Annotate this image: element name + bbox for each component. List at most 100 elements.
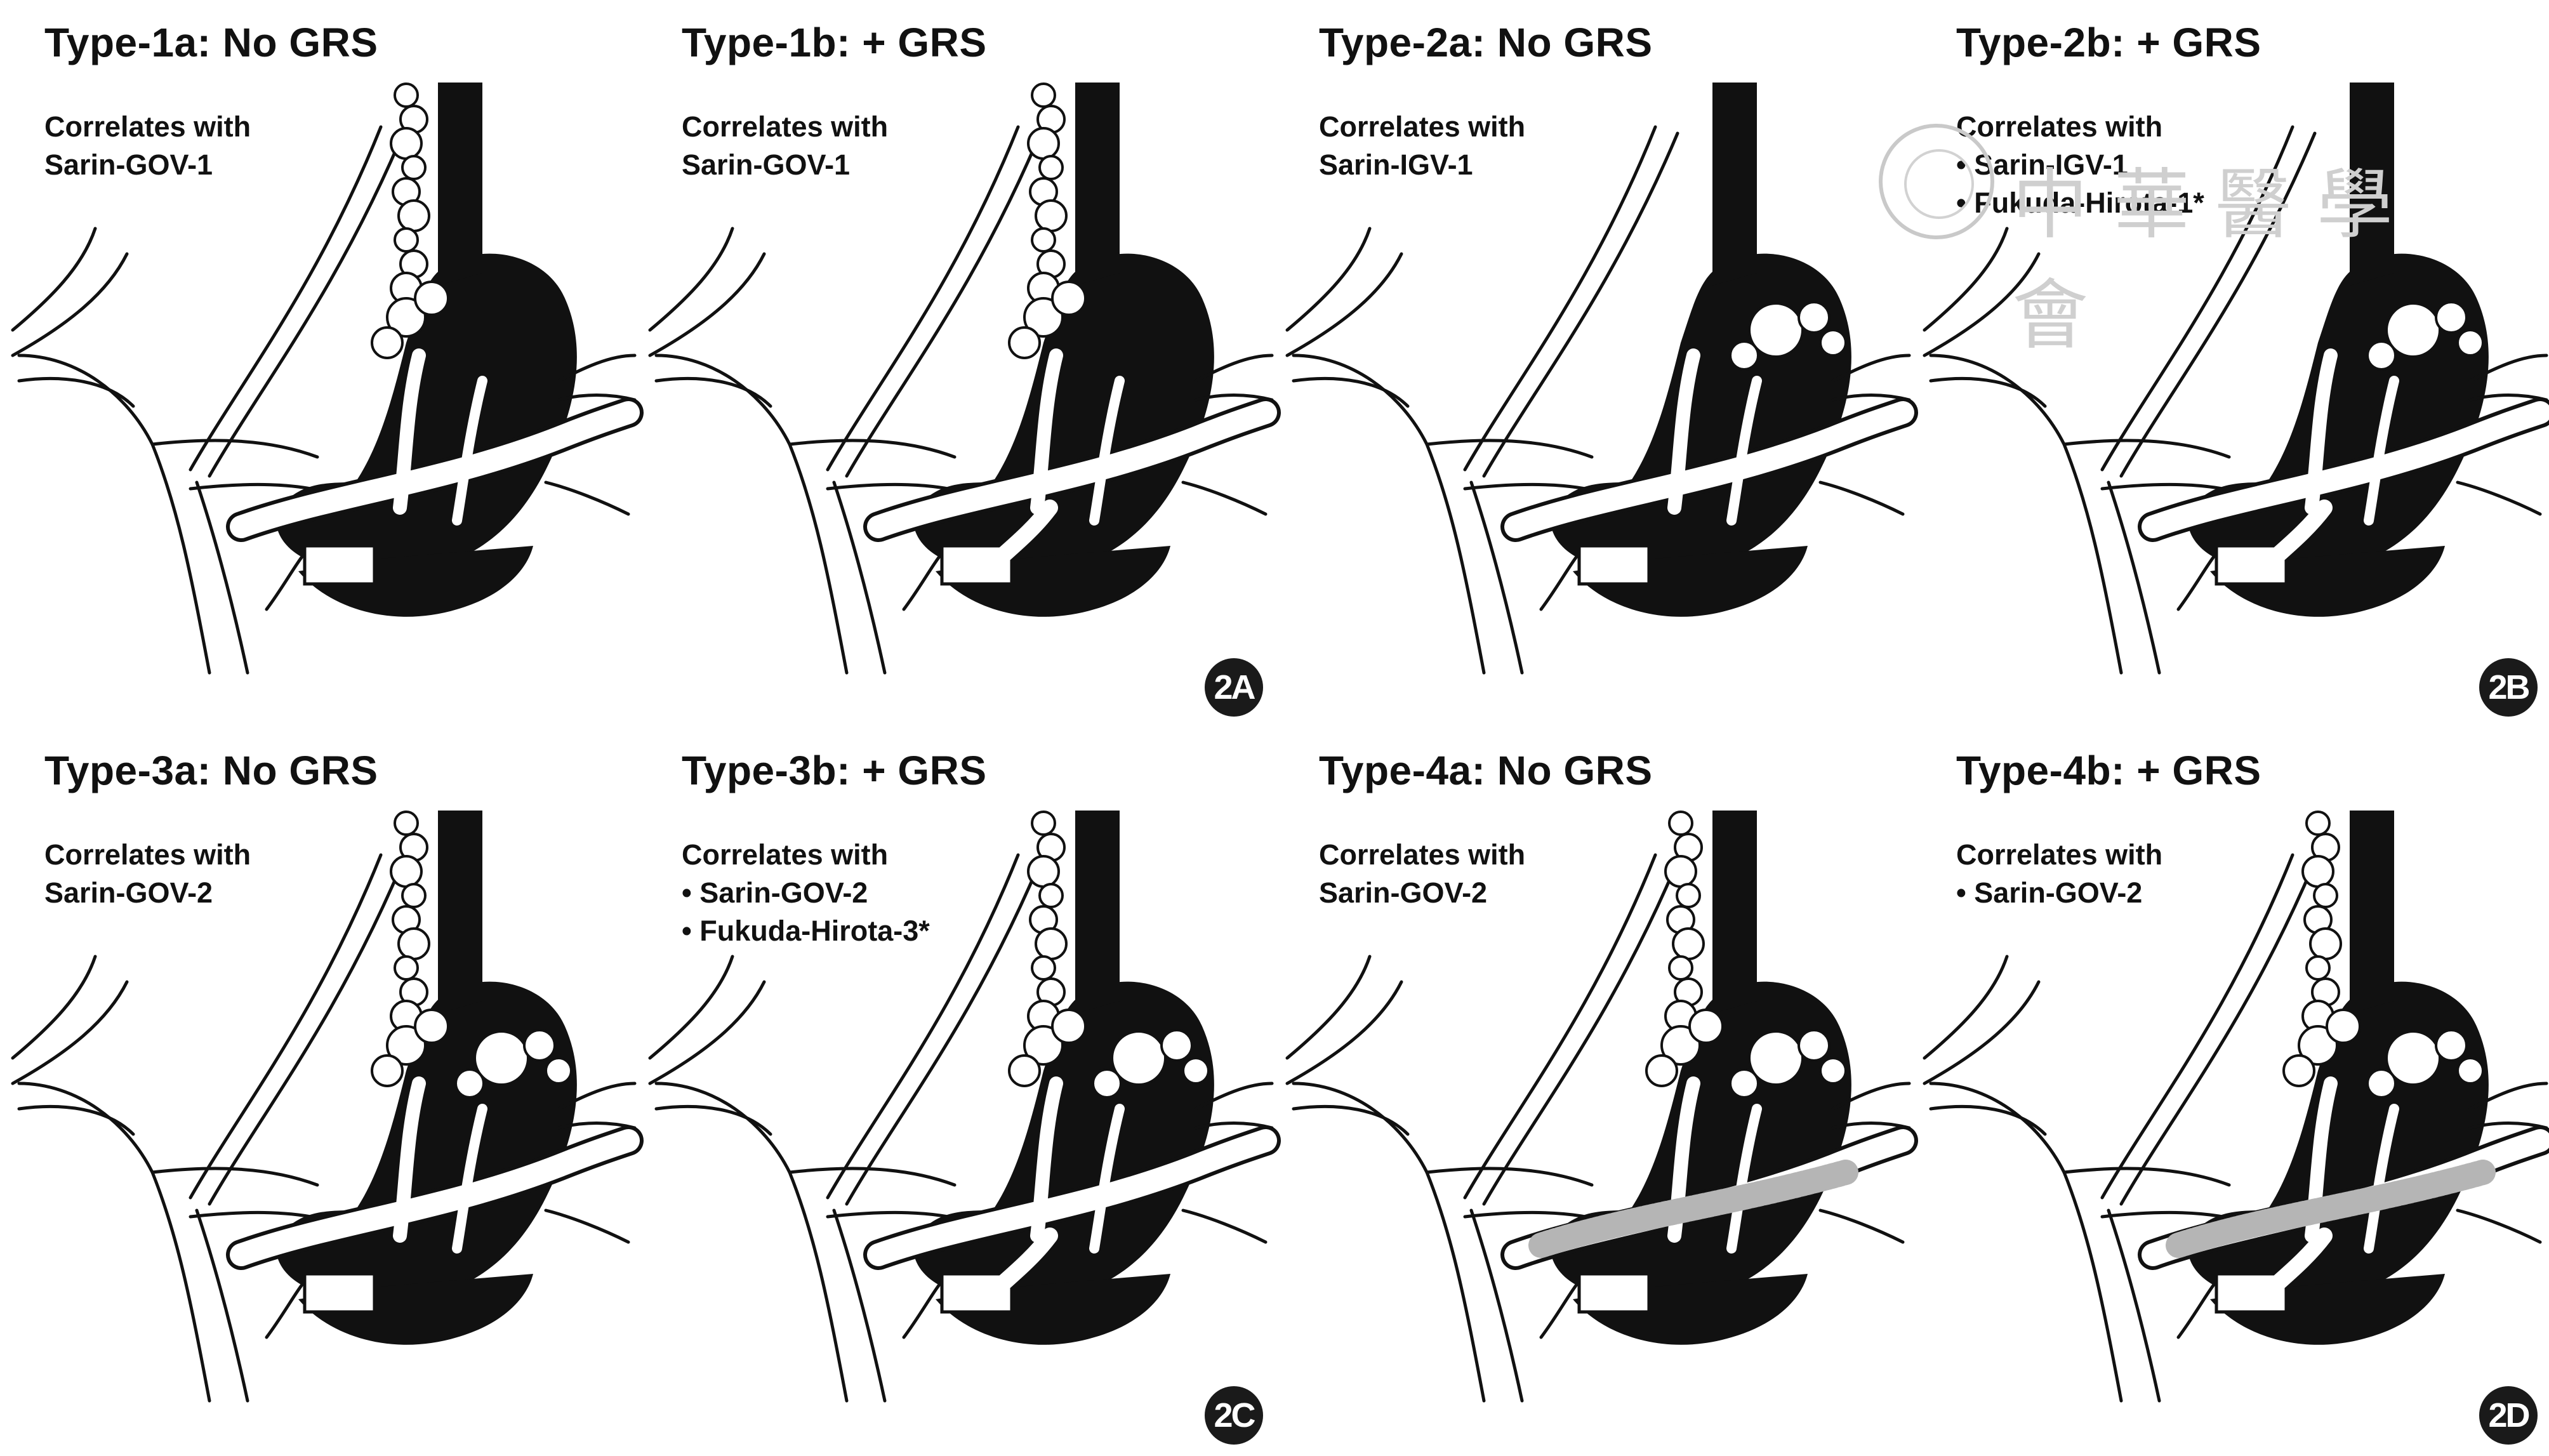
portal-vein <box>1292 1082 1486 1403</box>
splenic-vein <box>867 1129 1277 1266</box>
varix-bead <box>371 1054 404 1087</box>
varix-bead <box>1051 1009 1087 1044</box>
varix-bead <box>1748 302 1804 358</box>
varix-bead <box>2298 1025 2338 1066</box>
varix-bead <box>1023 297 1064 338</box>
varix-bead <box>1035 927 1068 960</box>
varix-bead <box>1160 1029 1193 1062</box>
varix-bead <box>371 326 404 359</box>
left-renal-vein <box>1577 544 1651 586</box>
panel-title: Type-2a: No GRS <box>1319 20 1653 65</box>
varix-bead <box>394 811 419 836</box>
varix-bead <box>2385 1030 2441 1086</box>
varix-bead <box>1027 127 1060 160</box>
correlation-line: • Fukuda-Hirota-1* <box>1956 187 2204 219</box>
correlation-line: Correlates with <box>1319 838 1526 871</box>
varix-bead <box>2366 340 2397 371</box>
varix-bead <box>1676 883 1701 908</box>
anatomy-diagram <box>1285 83 1918 675</box>
left-branch-vessel <box>11 955 97 1060</box>
varix-bead <box>1092 1068 1122 1099</box>
varix-bead <box>2313 883 2338 908</box>
varix-bead <box>1668 955 1693 981</box>
varix-bead <box>545 1057 573 1085</box>
varix-bead <box>386 1025 427 1066</box>
gastrorenal-shunt <box>2259 500 2333 573</box>
panel-title: Type-3a: No GRS <box>44 748 378 793</box>
gastrorenal-shunt <box>984 500 1058 573</box>
esophagus <box>1075 83 1120 286</box>
varix-bead <box>414 1009 449 1044</box>
varix-bead <box>2326 1009 2361 1044</box>
correlation-line: Correlates with <box>44 110 251 143</box>
varix-bead <box>1031 227 1056 253</box>
correlation-line: Correlates with <box>1319 110 1526 143</box>
varix-bead <box>2366 1068 2397 1099</box>
portal-vein <box>654 354 849 675</box>
correlation-line: Sarin-GOV-2 <box>1319 877 1488 909</box>
varix-bead <box>2305 955 2331 981</box>
varix-bead <box>2385 302 2441 358</box>
anatomy-diagram <box>1923 83 2549 675</box>
watermark-seal-icon <box>1879 124 1994 239</box>
varix-bead <box>2435 301 2468 334</box>
panel-title: Type-2b: + GRS <box>1956 20 2261 65</box>
left-renal-vein <box>303 1272 376 1314</box>
varix-bead <box>1819 329 1847 357</box>
varix-bead <box>473 1030 529 1086</box>
varix-bead <box>1031 83 1056 108</box>
correlation-line: Correlates with <box>1956 110 2163 143</box>
splenic-collateral-band <box>1528 1160 1858 1258</box>
correlation-line: Sarin-GOV-2 <box>44 877 213 909</box>
anatomy-diagram <box>11 83 644 675</box>
panel-title: Type-1b: + GRS <box>682 20 987 65</box>
varix-bead <box>2282 1054 2315 1087</box>
portal-vein <box>17 354 211 675</box>
correlation-line: Correlates with <box>682 838 889 871</box>
left-branch-vessel <box>1285 227 1372 332</box>
gastrorenal-shunt <box>984 1228 1058 1301</box>
esophagus <box>1712 811 1757 1014</box>
varix-bead <box>390 127 423 160</box>
varix-bead <box>2435 1029 2468 1062</box>
figure-label-badge: 2D <box>2479 1386 2538 1445</box>
anatomy-diagram <box>648 83 1281 675</box>
varix-bead <box>1672 927 1705 960</box>
varix-bead <box>1688 1009 1724 1044</box>
correlation-line: Sarin-GOV-1 <box>682 149 851 181</box>
panel-type-4b: Type-4b: + GRS Correlates with• Sarin-GOV… <box>1912 728 2549 1456</box>
splenic-vein <box>2142 401 2549 538</box>
varix-bead <box>397 199 430 232</box>
portal-vein <box>1929 354 2123 675</box>
left-renal-vein <box>303 544 376 586</box>
varix-bead <box>1038 155 1064 180</box>
esophagus <box>438 811 482 1014</box>
varix-bead <box>1798 1029 1831 1062</box>
panel-title: Type-4b: + GRS <box>1956 748 2261 793</box>
panel-title: Type-4a: No GRS <box>1319 748 1653 793</box>
left-branch-vessel <box>1923 955 2009 1060</box>
splenic-collateral-band <box>2166 1160 2496 1258</box>
varix-bead <box>394 227 419 253</box>
esophagus <box>2350 83 2394 286</box>
varix-bead <box>1023 1025 1064 1066</box>
left-gastric-vein <box>2100 853 2294 1200</box>
varix-bead <box>523 1029 556 1062</box>
varix-bead <box>1111 1030 1167 1086</box>
anatomy-diagram <box>648 811 1281 1403</box>
correlation-line: • Sarin-GOV-2 <box>1956 877 2143 909</box>
correlation-line: Sarin-IGV-1 <box>1319 149 1473 181</box>
correlation-text: Correlates with• Sarin-GOV-2 <box>1956 836 2162 912</box>
varix-bead <box>2301 855 2334 888</box>
varix-bead <box>401 155 427 180</box>
anatomy-diagram <box>1923 811 2549 1403</box>
